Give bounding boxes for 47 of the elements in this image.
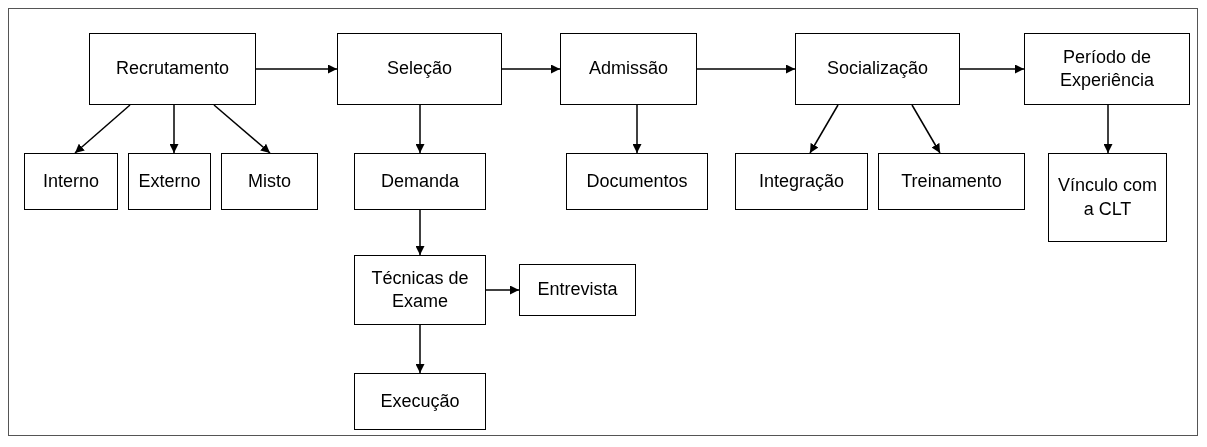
process-box bbox=[354, 373, 486, 430]
process-box bbox=[795, 33, 960, 105]
arrow bbox=[501, 64, 561, 74]
arrow bbox=[1103, 104, 1113, 154]
process-box bbox=[337, 33, 502, 105]
box-label: Entrevista bbox=[537, 278, 618, 302]
process-box bbox=[566, 153, 708, 210]
box-label: Misto bbox=[248, 169, 291, 193]
box-label: Técnicas de Exame bbox=[370, 266, 470, 313]
arrow bbox=[696, 64, 796, 74]
process-box bbox=[128, 153, 211, 210]
process-box bbox=[519, 264, 636, 316]
process-box bbox=[560, 33, 697, 105]
box-label: Treinamento bbox=[901, 169, 1002, 193]
box-label: Demanda bbox=[380, 169, 459, 193]
box-label: Seleção bbox=[386, 57, 453, 81]
process-box bbox=[354, 153, 486, 210]
arrow bbox=[632, 104, 642, 154]
process-box bbox=[354, 255, 486, 325]
box-label: Interno bbox=[42, 169, 99, 193]
arrow bbox=[809, 104, 839, 154]
box-label: Admissão bbox=[589, 57, 668, 81]
arrow bbox=[415, 324, 425, 374]
arrow bbox=[415, 104, 425, 154]
process-box bbox=[24, 153, 118, 210]
process-box bbox=[735, 153, 868, 210]
process-box bbox=[878, 153, 1025, 210]
arrow bbox=[485, 285, 520, 295]
process-box bbox=[89, 33, 256, 105]
arrow bbox=[74, 104, 131, 154]
arrow bbox=[255, 64, 338, 74]
box-label: Período de Experiência bbox=[1058, 45, 1156, 92]
box-label: Recrutamento bbox=[115, 57, 230, 81]
box-label: Documentos bbox=[586, 169, 688, 193]
arrow bbox=[213, 104, 271, 154]
box-label: Execução bbox=[380, 389, 460, 413]
process-box bbox=[221, 153, 318, 210]
box-label: Socialização bbox=[826, 57, 929, 81]
box-label: Integração bbox=[758, 169, 845, 193]
arrow bbox=[415, 209, 425, 256]
arrow bbox=[911, 104, 941, 154]
box-label: Externo bbox=[138, 169, 201, 193]
process-box bbox=[1048, 153, 1167, 242]
arrow bbox=[959, 64, 1025, 74]
arrow bbox=[169, 104, 179, 154]
process-box bbox=[1024, 33, 1190, 105]
box-label: Vínculo com a CLT bbox=[1056, 174, 1158, 221]
